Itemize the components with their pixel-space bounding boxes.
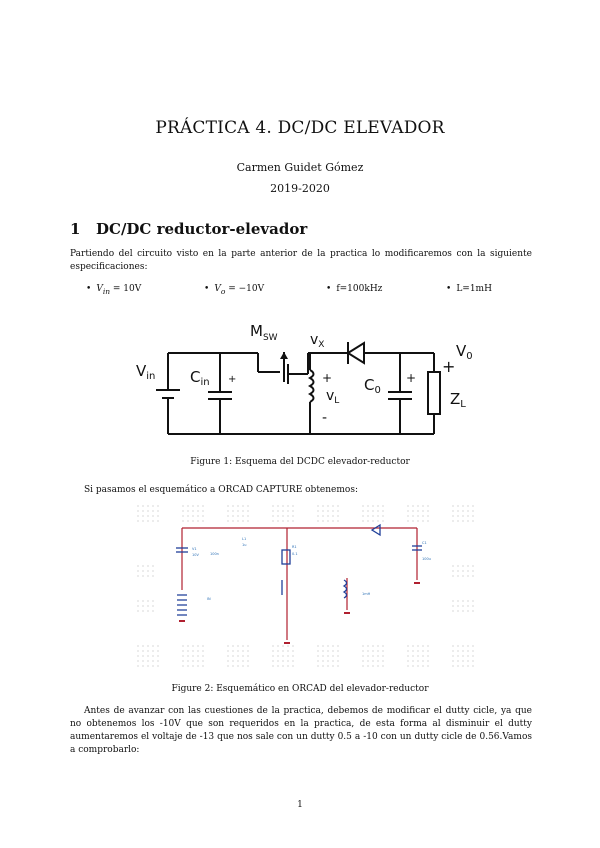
body-paragraph: Antes de avanzar con las cuestiones de l… (70, 706, 532, 755)
orcad-intro-text: Si pasamos el esquemático a ORCAD CAPTUR… (84, 485, 358, 495)
document-year: 2019-2020 (270, 182, 330, 195)
document-title: PRÁCTICA 4. DC/DC ELEVADOR (155, 118, 445, 138)
svg-text:ZL: ZL (450, 390, 466, 410)
svg-text:-: - (322, 410, 327, 426)
spec-item: •L=1mH (446, 284, 492, 294)
svg-text:C0: C0 (364, 376, 381, 396)
svg-text:+: + (442, 357, 455, 376)
svg-text:vL: vL (326, 388, 339, 406)
svg-text:+: + (406, 371, 416, 385)
intro-paragraph: Partiendo del circuito visto en la parte… (70, 249, 532, 272)
svg-text:V0: V0 (456, 342, 473, 362)
svg-text:vX: vX (310, 332, 324, 350)
orcad-schematic: V1 10V R1 0.1 C1 100u L1 1u 100n 1mH IN (137, 502, 474, 667)
circuit-schematic: Vin Cin + MSW vX + vL - C0 + + V0 ZL (136, 322, 473, 435)
svg-text:MSW: MSW (250, 322, 278, 343)
spec-item: •Vin = 10V (86, 284, 142, 296)
svg-text:C1: C1 (422, 541, 427, 545)
spec-item: •f=100kHz (326, 284, 383, 294)
author-name: Carmen Guidet Gómez (236, 161, 364, 174)
svg-text:1mH: 1mH (362, 592, 371, 596)
svg-text:100u: 100u (422, 557, 431, 561)
svg-text:R1: R1 (292, 545, 297, 549)
svg-text:+: + (322, 371, 332, 385)
svg-text:Cin: Cin (190, 368, 210, 388)
svg-text:Vin: Vin (136, 362, 155, 382)
svg-text:0.1: 0.1 (292, 552, 298, 556)
svg-text:1u: 1u (242, 543, 246, 547)
svg-text:V1: V1 (192, 547, 197, 551)
section-number: 1 (70, 220, 81, 238)
section-title: DC/DC reductor-elevador (96, 220, 308, 238)
figure2-caption: Figure 2: Esquemático en ORCAD del eleva… (171, 684, 429, 694)
figure1-caption: Figure 1: Esquema del DCDC elevador-redu… (190, 457, 410, 467)
svg-text:L1: L1 (242, 537, 246, 541)
svg-text:10V: 10V (192, 553, 199, 557)
svg-text:+: + (228, 374, 236, 385)
svg-text:IN: IN (207, 597, 211, 601)
page-number: 1 (297, 800, 303, 810)
svg-text:100n: 100n (210, 552, 219, 556)
section-heading: 1 DC/DC reductor-elevador (70, 220, 307, 238)
spec-item: •Vo = −10V (204, 284, 265, 296)
